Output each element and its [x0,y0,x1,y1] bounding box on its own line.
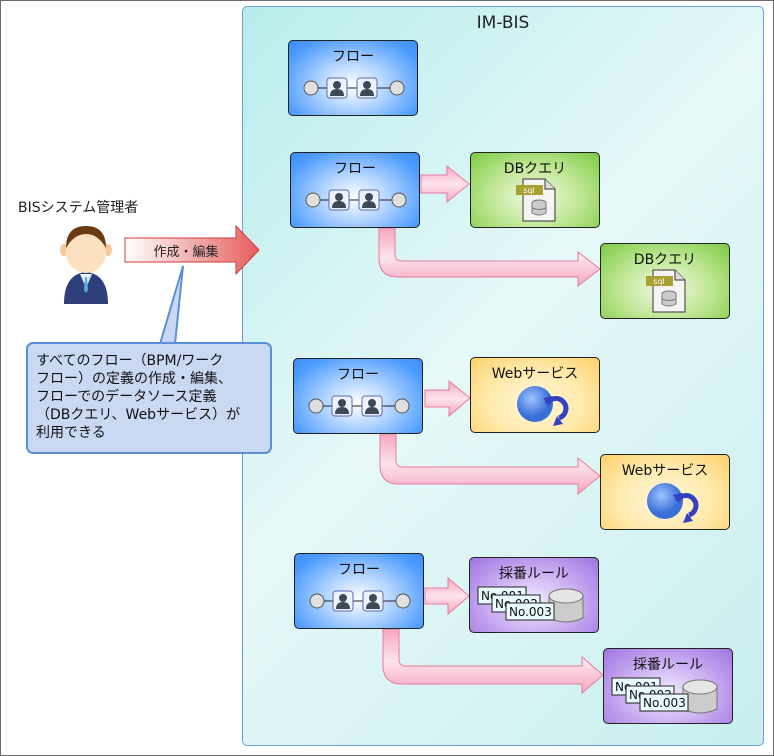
flow-node-icon [394,398,410,414]
user-task-icon [328,189,350,211]
flow-node-icon [308,398,324,414]
flow-node-icon [389,80,405,96]
arrow-flow4-num2 [382,628,604,695]
user-task-icon [358,189,380,211]
callout-line: 利用できる [36,425,106,441]
flow-label: フロー [332,49,374,65]
globe-sync-icon [515,384,573,434]
flow-box-1[interactable]: フロー [288,40,418,116]
flow-diagram-icon [305,189,407,211]
db-query-box-2[interactable]: DBクエリ sql [600,243,730,319]
flow-label: フロー [338,562,380,578]
callout-line: フロー）の定義の作成・編集、 [36,371,232,387]
web-service-box-1[interactable]: Webサービス [470,357,600,433]
flow-diagram-icon [309,590,411,612]
flow-label: フロー [334,161,376,177]
flow-box-3[interactable]: フロー [293,358,423,434]
arrow-flow2-db2 [378,227,601,288]
flow-diagram [289,77,417,101]
arrow-flow3-ws2 [379,433,601,496]
globe-sync-icon [645,481,703,531]
arrow-flow2-db1 [420,164,470,204]
svg-text:sql: sql [653,277,664,286]
im-bis-title: IM-BIS [476,13,530,33]
numbering-rule-box-1[interactable]: 採番ルール No.001 No.002 No.003 [469,557,599,633]
db-query-label: DBクエリ [633,252,697,268]
user-task-icon [362,590,384,612]
flow-node-icon [303,80,319,96]
callout-line: フローでのデータソース定義 [36,389,217,405]
flow-box-4[interactable]: フロー [294,553,424,629]
flow-diagram [291,189,419,213]
admin-label: BISシステム管理者 [18,200,139,216]
sql-file-icon: sql [645,266,689,318]
user-task-icon [331,395,353,417]
svg-text:No.003: No.003 [643,696,686,710]
flow-box-2[interactable]: フロー [290,152,420,228]
number-ticket: No.003 [639,693,689,712]
db-query-box-1[interactable]: DBクエリ sql [470,152,600,228]
edit-arrow [124,224,260,276]
flow-diagram [294,395,422,419]
numbering-rule-box-2[interactable]: 採番ルール No.001 No.002 No.003 [603,648,733,724]
flow-node-icon [309,593,325,609]
numbering-rule-label: 採番ルール [499,566,569,582]
user-task-icon [326,77,348,99]
arrow-flow3-ws1 [424,379,471,418]
svg-text:No.003: No.003 [509,605,552,619]
edit-arrow-label: 作成・編集 [153,245,219,260]
callout-line: （DBクエリ、Webサービス）が [36,407,241,423]
callout-pointer [158,265,184,345]
flow-node-icon [395,593,411,609]
svg-text:sql: sql [523,186,534,195]
user-task-icon [356,77,378,99]
user-task-icon [332,590,354,612]
description-callout: すべてのフロー（BPM/ワーク フロー）の定義の作成・編集、 フローでのデータソ… [26,342,272,454]
user-task-icon [361,395,383,417]
web-service-label: Webサービス [621,463,709,479]
numbering-rule-label: 採番ルール [633,657,703,673]
callout-line: すべてのフロー（BPM/ワーク [36,353,224,369]
db-query-label: DBクエリ [503,161,567,177]
flow-diagram-icon [303,77,405,99]
web-service-box-2[interactable]: Webサービス [600,454,730,530]
flow-diagram [295,590,423,614]
flow-node-icon [305,192,321,208]
flow-node-icon [391,192,407,208]
sql-file-icon: sql [515,175,559,227]
flow-diagram-icon [308,395,410,417]
numbering-icon: No.001 No.002 No.003 [610,675,725,725]
numbering-icon: No.001 No.002 No.003 [476,584,591,634]
arrow-flow4-num1 [424,576,470,616]
administrator-icon [60,226,112,304]
number-ticket: No.003 [505,602,555,621]
flow-label: フロー [337,367,379,383]
web-service-label: Webサービス [491,366,579,382]
